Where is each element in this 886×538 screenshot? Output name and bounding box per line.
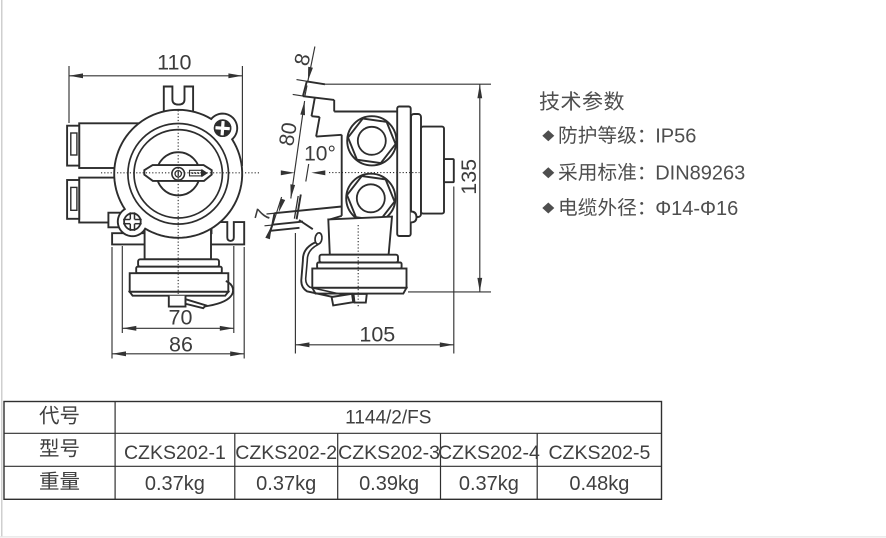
svg-text:10°: 10° — [304, 143, 336, 166]
svg-text:7: 7 — [251, 207, 276, 224]
svg-text:70: 70 — [169, 306, 193, 330]
svg-text:135: 135 — [457, 159, 481, 195]
svg-text:DIN89263: DIN89263 — [655, 163, 745, 185]
svg-text:110: 110 — [157, 50, 191, 74]
svg-text:1144/2/FS: 1144/2/FS — [345, 408, 431, 429]
svg-text:CZKS202-3: CZKS202-3 — [338, 442, 440, 464]
svg-text:CZKS202-5: CZKS202-5 — [548, 442, 650, 464]
svg-text:0.37kg: 0.37kg — [145, 473, 205, 495]
svg-text:86: 86 — [169, 332, 193, 356]
svg-text:0.39kg: 0.39kg — [359, 473, 419, 495]
svg-text:8: 8 — [290, 51, 315, 68]
svg-text:0.37kg: 0.37kg — [256, 473, 316, 495]
svg-text:IP56: IP56 — [655, 126, 696, 148]
svg-text:80: 80 — [275, 121, 302, 148]
svg-text:105: 105 — [359, 323, 395, 347]
svg-text:0.48kg: 0.48kg — [569, 473, 629, 495]
svg-text:0.37kg: 0.37kg — [459, 473, 519, 495]
svg-text:CZKS202-2: CZKS202-2 — [235, 442, 337, 464]
svg-text:Φ14-Φ16: Φ14-Φ16 — [655, 198, 738, 220]
svg-text:CZKS202-1: CZKS202-1 — [124, 442, 226, 464]
svg-text:CZKS202-4: CZKS202-4 — [438, 442, 540, 464]
